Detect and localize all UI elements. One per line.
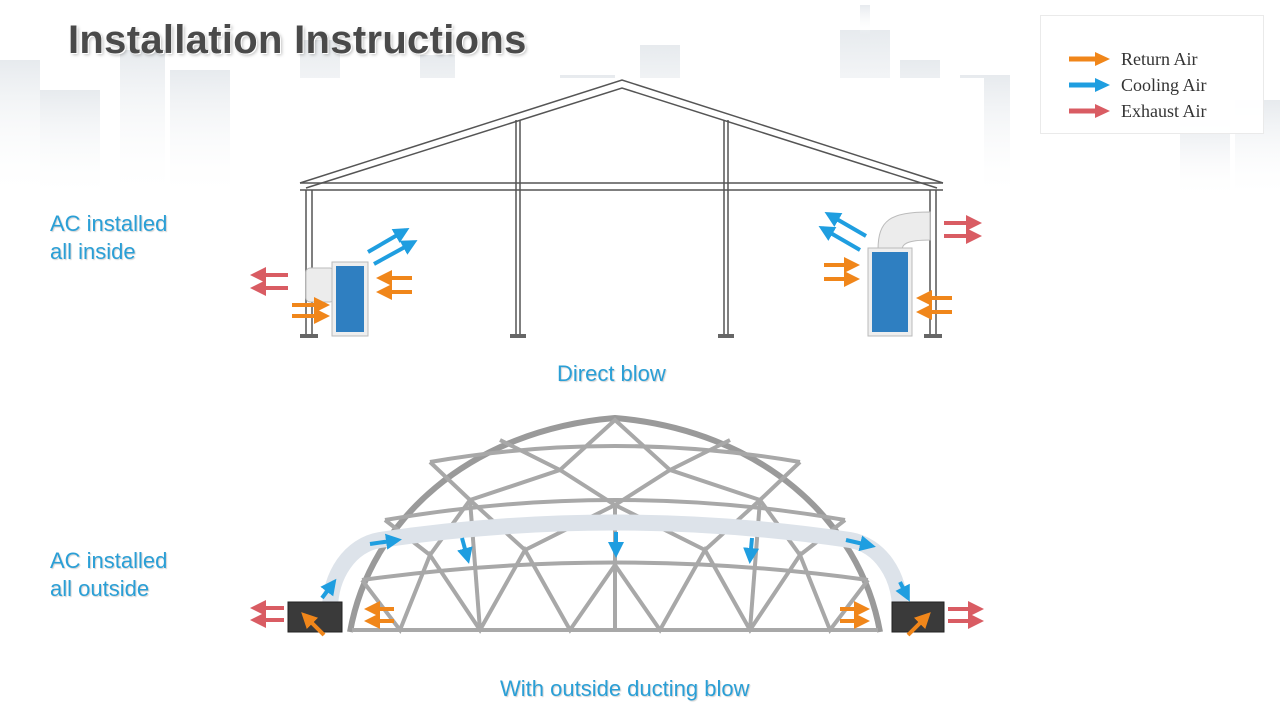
label-line: all outside bbox=[50, 576, 150, 601]
legend-item-cooling-air: Cooling Air bbox=[1067, 75, 1207, 95]
legend-item-exhaust-air: Exhaust Air bbox=[1067, 101, 1207, 121]
label-ac-installed-inside: AC installed all inside bbox=[50, 210, 167, 266]
return-air-arrow-icon bbox=[1069, 52, 1110, 66]
legend-item-return-air: Return Air bbox=[1067, 49, 1198, 69]
exhaust-air-arrow-icon bbox=[1069, 104, 1110, 118]
legend-label: Exhaust Air bbox=[1121, 100, 1207, 121]
geodesic-dome-illustration bbox=[250, 414, 984, 637]
label-line: AC installed bbox=[50, 211, 168, 236]
label-line: AC installed bbox=[50, 548, 168, 573]
tent-frame-illustration bbox=[250, 79, 982, 338]
legend-label: Return Air bbox=[1121, 48, 1198, 69]
cooling-air-arrow-icon bbox=[1069, 78, 1110, 92]
page-title: Installation Instructions bbox=[68, 18, 527, 62]
tent-diagram bbox=[248, 78, 984, 360]
caption-direct-blow: Direct blow bbox=[557, 361, 666, 386]
caption-outside-ducting-blow: With outside ducting blow bbox=[500, 676, 750, 701]
legend: Return Air Cooling Air Exhaust Air bbox=[1040, 15, 1264, 134]
label-line: all inside bbox=[50, 239, 136, 264]
legend-label: Cooling Air bbox=[1121, 74, 1207, 95]
dome-diagram bbox=[248, 402, 984, 638]
label-ac-installed-outside: AC installed all outside bbox=[50, 547, 167, 603]
